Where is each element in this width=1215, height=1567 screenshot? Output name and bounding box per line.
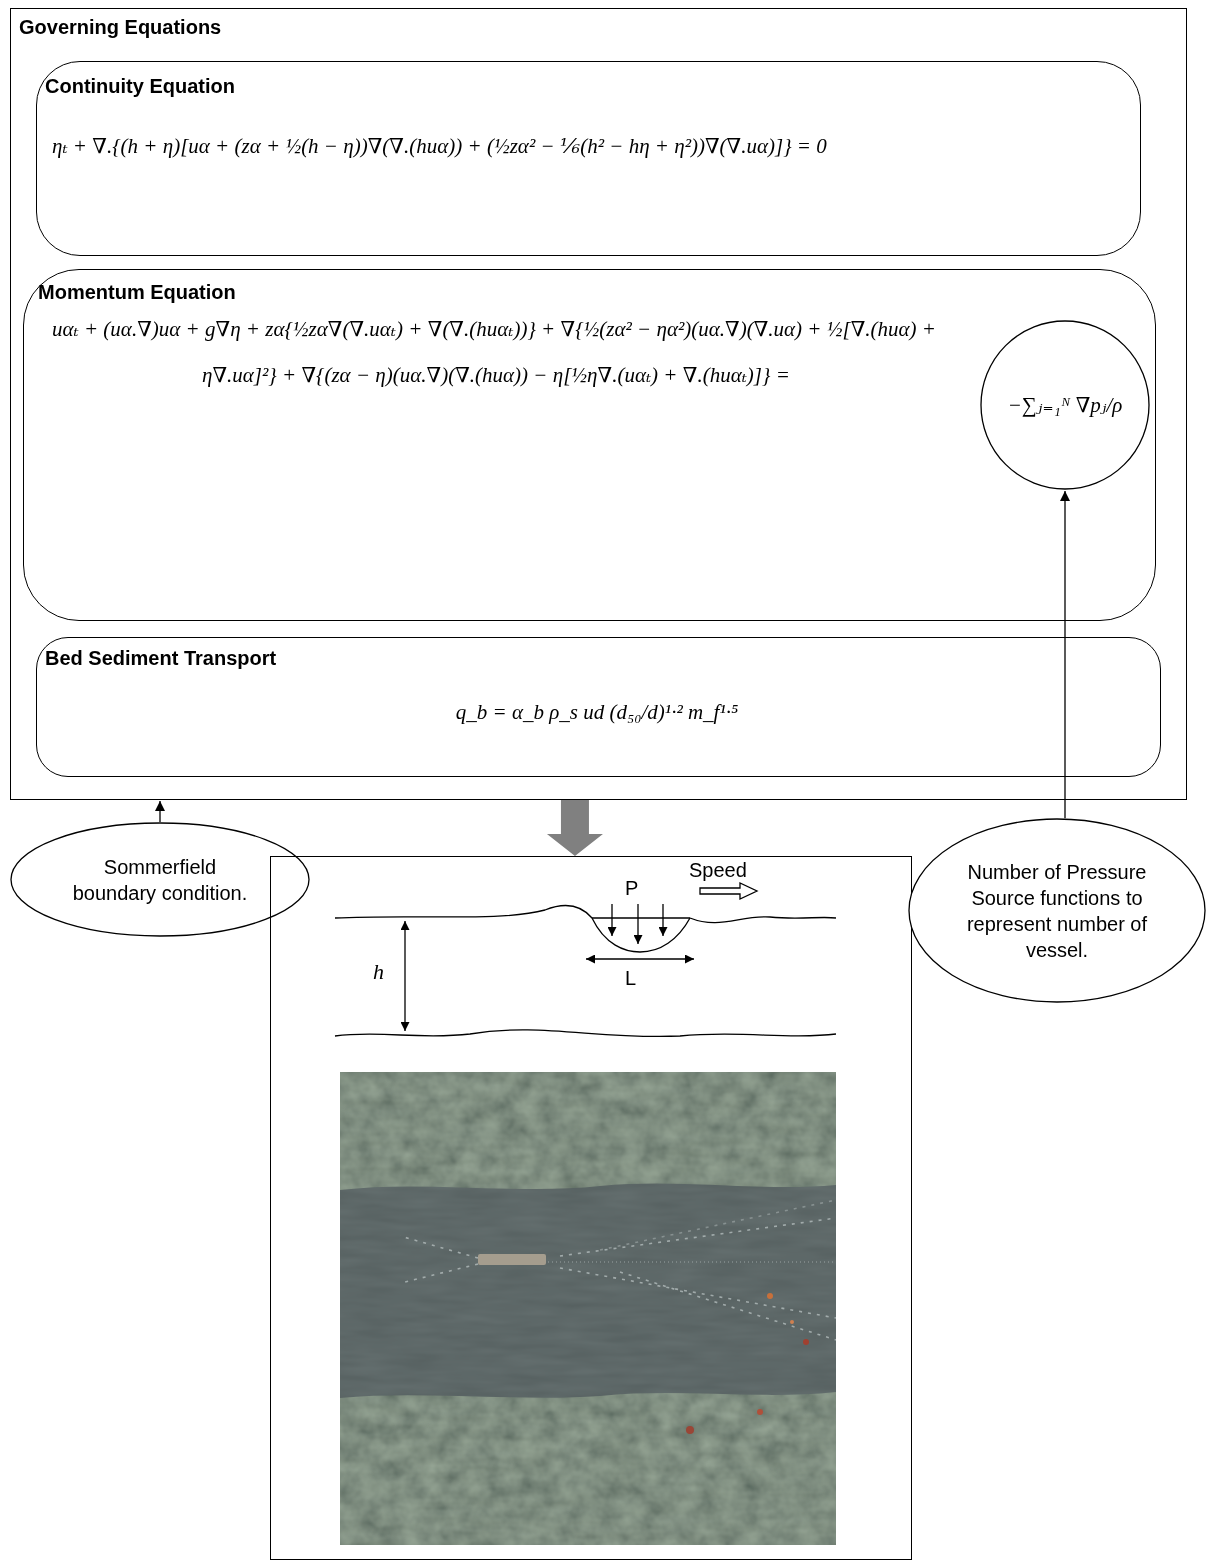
- connector-arrow: [159, 801, 160, 822]
- river-bed: [335, 1030, 836, 1037]
- length-arrow: [586, 958, 694, 959]
- hull: [592, 918, 690, 952]
- circled-term: −∑ⱼ₌₁ᴺ ∇pⱼ/ρ: [980, 320, 1150, 490]
- depth-arrow: [404, 921, 405, 1031]
- satellite-photo: [340, 1072, 836, 1545]
- equation-term: −∑ⱼ₌₁ᴺ ∇pⱼ/ρ: [995, 391, 1135, 419]
- callout-ellipse: Number of Pressure Source functions to r…: [908, 818, 1206, 1003]
- ellipse-outline: [11, 823, 309, 936]
- pressure-arrow: [611, 904, 612, 936]
- equation: ηₜ + ∇.{(h + η)[uα + (zα + ½(h − η))∇(∇.…: [52, 132, 1127, 160]
- callout-text: Number of Pressure Source functions to r…: [955, 859, 1160, 963]
- ellipse-outline: [981, 321, 1149, 489]
- length-label: L: [625, 967, 636, 990]
- river-texture: [340, 1183, 836, 1398]
- speed-arrow: [700, 883, 757, 899]
- boat: [478, 1254, 546, 1265]
- boat-wake: [400, 1200, 836, 1340]
- block-arrow: [547, 800, 603, 856]
- equation-box: Bed Sediment Transport q_b = α_b ρ_s ud (…: [36, 637, 1161, 777]
- equation: q_b = α_b ρ_s ud (d₅₀/d)¹·² m_f¹·⁵: [42, 698, 1152, 726]
- speed-label: Speed: [689, 859, 747, 882]
- vessel-sketch: [335, 883, 836, 1037]
- equation: uαₜ + (uα.∇)uα + g∇η + zα{½zα∇(∇.uαₜ) + …: [52, 306, 967, 398]
- callout-text: Sommerfield boundary condition.: [65, 854, 255, 906]
- connector-arrow: [1064, 491, 1065, 818]
- box-heading: Continuity Equation: [45, 74, 235, 98]
- illustration-box: SpeedP Lh: [270, 856, 912, 1560]
- pressure-arrow: [637, 904, 638, 944]
- river: [340, 1183, 836, 1398]
- water-surface: [690, 917, 836, 923]
- equation-box: Momentum Equationuαₜ + (uα.∇)uα + g∇η + …: [23, 269, 1156, 621]
- ellipse-outline: [908, 818, 1206, 1003]
- box-heading: Bed Sediment Transport: [45, 646, 276, 670]
- box-heading: Momentum Equation: [38, 280, 236, 304]
- bank-spots: [686, 1293, 809, 1434]
- ellipse-outline: [10, 822, 310, 937]
- panel-heading: Governing Equations: [19, 15, 221, 39]
- equation-box: Continuity Equation ηₜ + ∇.{(h + η)[uα + …: [36, 61, 1141, 256]
- pressure-arrow: [662, 904, 663, 936]
- depth-label: h: [373, 959, 384, 984]
- callout-ellipse: Sommerfield boundary condition.: [10, 822, 310, 937]
- ellipse-outline: [909, 819, 1205, 1002]
- governing-equations-panel: Governing EquationsContinuity Equation ηₜ…: [10, 8, 1187, 800]
- tree-canopy: [340, 1072, 836, 1545]
- pressure-label: P: [625, 877, 638, 900]
- water-surface: [335, 905, 592, 918]
- hull-deck: [592, 917, 690, 918]
